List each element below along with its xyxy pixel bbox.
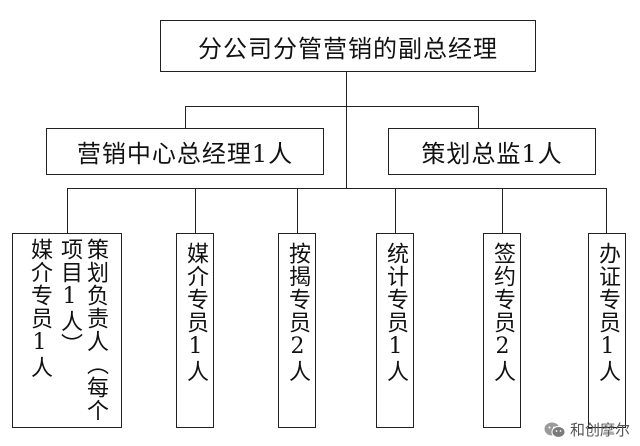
wechat-icon (544, 422, 566, 438)
connector-to-level2-left (185, 106, 187, 128)
level3-label-media-specialist: 媒介专员1人 (183, 242, 208, 383)
level3-box-signing: 签约专员2人 (483, 233, 521, 428)
connector-level2-down (346, 106, 348, 188)
level3-box-media-planning: 策划负责人（每个项目1人） 媒介专员1人 (12, 233, 122, 428)
level3-label-mortgage: 按揭专员2人 (285, 242, 310, 383)
level3-box-media-specialist: 媒介专员1人 (176, 233, 214, 428)
watermark-text: 和创摩尔 (569, 421, 630, 439)
level3-box-certificate: 办证专员1人 (588, 233, 626, 428)
level3-label-media-specialist-a: 媒介专员1人 (27, 238, 52, 379)
level2-box-planning-director: 策划总监1人 (388, 128, 596, 175)
connector-to-l3-3 (297, 188, 299, 233)
level2-label-planning-director: 策划总监1人 (421, 140, 563, 168)
level3-label-signing: 签约专员2人 (490, 242, 515, 383)
level2-label-marketing-gm: 营销中心总经理1人 (76, 140, 294, 168)
level3-box-statistics: 统计专员1人 (376, 233, 414, 428)
watermark: 和创摩尔 (544, 419, 630, 440)
top-box-label: 分公司分管营销的副总经理 (198, 34, 498, 63)
level3-box-mortgage: 按揭专员2人 (278, 233, 316, 428)
connector-to-l3-6 (606, 188, 608, 233)
connector-to-l3-4 (395, 188, 397, 233)
connector-to-l3-2 (195, 188, 197, 233)
connector-level3-bar (67, 188, 607, 190)
level3-label-planning-lead: 策划负责人（每个项目1人） (57, 238, 108, 422)
level3-label-statistics: 统计专员1人 (383, 242, 408, 383)
connector-to-level2-right (478, 106, 480, 128)
level3-label-certificate: 办证专员1人 (595, 242, 620, 383)
top-box: 分公司分管营销的副总经理 (160, 20, 536, 72)
connector-level2-bar (185, 106, 478, 108)
connector-to-l3-5 (502, 188, 504, 233)
connector-top-down (346, 72, 348, 106)
connector-to-l3-1 (67, 188, 69, 233)
level2-box-marketing-gm: 营销中心总经理1人 (46, 128, 324, 175)
